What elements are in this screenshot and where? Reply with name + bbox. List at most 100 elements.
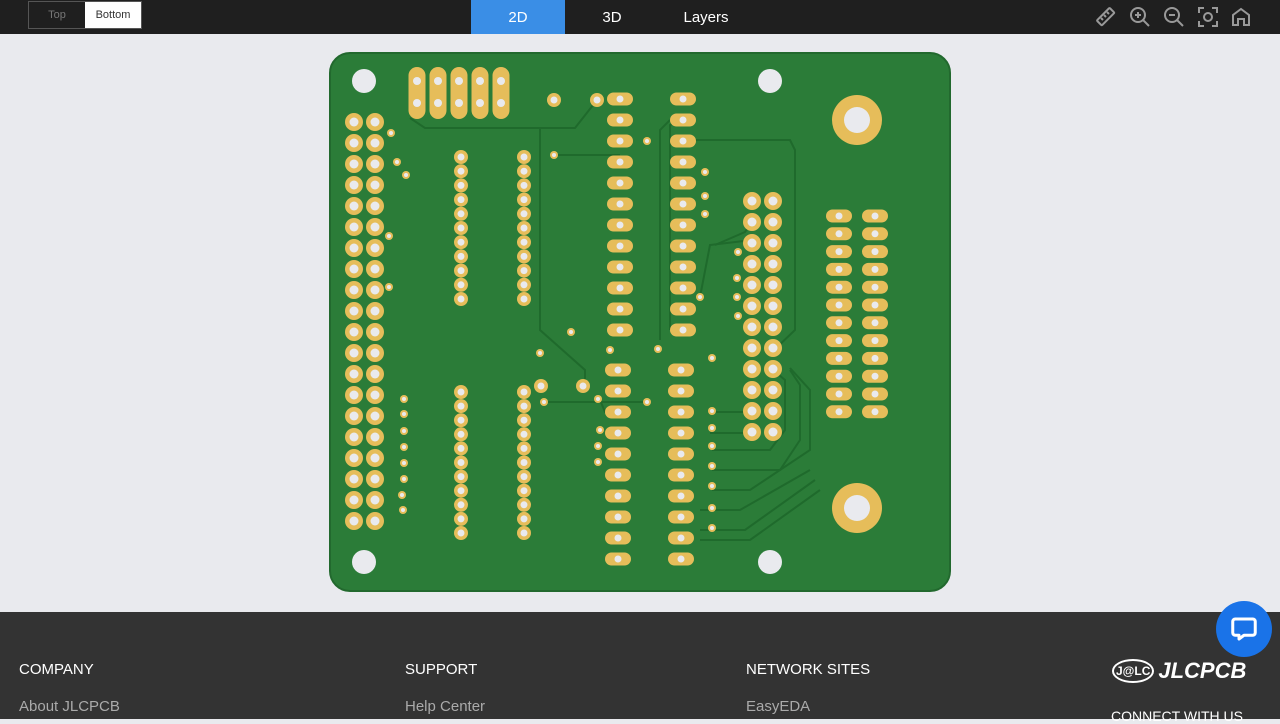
- pcb-drill-hole: [747, 322, 757, 332]
- pcb-drill-hole: [679, 221, 687, 229]
- pcb-drill-hole: [768, 301, 778, 311]
- jlcpcb-logo[interactable]: J@LC JLCPCB: [1112, 658, 1246, 684]
- tab-layers[interactable]: Layers: [683, 8, 729, 26]
- pcb-drill-hole: [768, 385, 778, 395]
- pcb-drill-hole: [457, 295, 465, 303]
- pcb-drill-hole: [520, 459, 528, 466]
- pcb-drill-hole: [608, 348, 612, 352]
- footer-link-about[interactable]: About JLCPCB: [19, 698, 120, 715]
- pcb-drill-hole: [520, 224, 528, 232]
- top-side-button[interactable]: Top: [29, 2, 85, 28]
- pcb-drill-hole: [349, 117, 359, 127]
- pcb-board-render[interactable]: [0, 34, 1280, 612]
- pcb-drill-hole: [520, 210, 528, 218]
- pcb-drill-hole: [677, 513, 685, 521]
- logo-text: JLCPCB: [1158, 658, 1247, 683]
- pcb-drill-hole: [679, 158, 687, 166]
- pcb-drill-hole: [497, 77, 505, 85]
- pcb-drill-hole: [835, 408, 843, 416]
- pcb-pad: [471, 67, 489, 119]
- pcb-drill-hole: [520, 196, 528, 204]
- pcb-drill-hole: [387, 285, 391, 289]
- pcb-drill-hole: [835, 372, 843, 380]
- pcb-drill-hole: [370, 327, 380, 337]
- pcb-drill-hole: [614, 450, 622, 458]
- pcb-drill-hole: [404, 173, 408, 177]
- pcb-drill-hole: [768, 406, 778, 416]
- tab-3d[interactable]: 3D: [602, 8, 622, 26]
- pcb-drill-hole: [457, 181, 465, 189]
- bottom-side-button[interactable]: Bottom: [85, 2, 141, 28]
- pcb-drill-hole: [645, 400, 649, 404]
- pcb-drill-hole: [457, 210, 465, 218]
- pcb-drill-hole: [457, 473, 465, 481]
- pcb-trace: [700, 489, 821, 541]
- footer: COMPANY About JLCPCB SUPPORT Help Center…: [0, 612, 1280, 724]
- pcb-trace: [683, 139, 796, 353]
- pcb-drill-hole: [550, 96, 558, 104]
- pcb-drill-hole: [455, 99, 463, 107]
- pcb-drill-hole: [616, 158, 624, 166]
- pcb-drill-hole: [476, 77, 484, 85]
- pcb-drill-hole: [747, 301, 757, 311]
- pcb-drill-hole: [401, 508, 405, 512]
- pcb-drill-hole: [835, 230, 843, 238]
- pcb-drill-hole: [520, 153, 528, 161]
- pcb-drill-hole: [520, 501, 528, 509]
- pcb-drill-hole: [679, 200, 687, 208]
- pcb-drill-hole: [835, 319, 843, 327]
- pcb-drill-hole: [768, 217, 778, 227]
- zoom-in-icon[interactable]: [1128, 5, 1152, 29]
- pcb-drill-hole: [710, 426, 714, 430]
- chat-icon: [1231, 617, 1257, 641]
- pcb-drill-hole: [835, 265, 843, 273]
- pcb-drill-hole: [614, 408, 622, 416]
- pcb-drill-hole: [457, 430, 465, 438]
- pcb-drill-hole: [497, 99, 505, 107]
- pcb-drill-hole: [616, 263, 624, 271]
- home-icon[interactable]: [1229, 5, 1253, 29]
- pcb-drill-hole: [370, 474, 380, 484]
- tab-2d[interactable]: 2D: [471, 0, 565, 34]
- board-side-toggle: Top Bottom: [28, 1, 142, 29]
- pcb-drill-hole: [735, 276, 739, 280]
- pcb-drill-hole: [520, 295, 528, 303]
- pcb-drill-hole: [871, 372, 879, 380]
- pcb-drill-hole: [457, 388, 465, 396]
- pcb-drill-hole: [677, 366, 685, 374]
- pcb-drill-hole: [747, 196, 757, 206]
- pcb-drill-hole: [370, 453, 380, 463]
- pcb-viewer[interactable]: [0, 34, 1280, 612]
- pcb-drill-hole: [349, 306, 359, 316]
- pcb-drill-hole: [370, 369, 380, 379]
- footer-link-easyeda[interactable]: EasyEDA: [746, 698, 811, 715]
- ruler-icon[interactable]: [1094, 5, 1118, 29]
- pcb-pad: [429, 67, 447, 119]
- pcb-drill-hole: [542, 400, 546, 404]
- pcb-drill-hole: [747, 427, 757, 437]
- pcb-drill-hole: [614, 429, 622, 437]
- pcb-drill-hole: [871, 212, 879, 220]
- pcb-drill-hole: [349, 201, 359, 211]
- pcb-drill-hole: [457, 459, 465, 466]
- pcb-drill-hole: [616, 305, 624, 313]
- pcb-drill-hole: [616, 179, 624, 187]
- pcb-drill-hole: [614, 555, 622, 563]
- pcb-drill-hole: [616, 221, 624, 229]
- pcb-drill-hole: [677, 534, 685, 542]
- pcb-drill-hole: [370, 159, 380, 169]
- pcb-drill-hole: [569, 330, 573, 334]
- pcb-drill-hole: [596, 397, 600, 401]
- pcb-drill-hole: [349, 180, 359, 190]
- pcb-drill-hole: [370, 285, 380, 295]
- footer-link-help-center[interactable]: Help Center: [405, 698, 486, 715]
- fit-view-icon[interactable]: [1196, 5, 1220, 29]
- pcb-drill-hole: [656, 347, 660, 351]
- pcb-drill-hole: [349, 390, 359, 400]
- chat-button[interactable]: [1216, 601, 1272, 657]
- pcb-drill-hole: [768, 427, 778, 437]
- pcb-drill-hole: [349, 411, 359, 421]
- zoom-out-icon[interactable]: [1162, 5, 1186, 29]
- top-toolbar: Top Bottom 2D 3D Layers: [0, 0, 1280, 34]
- pcb-drill-hole: [871, 248, 879, 256]
